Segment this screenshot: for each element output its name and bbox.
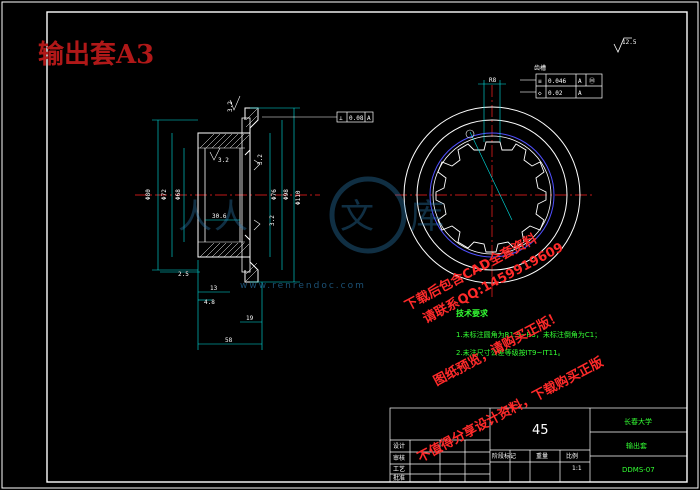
dim-19: 19 (246, 315, 254, 322)
tech-req-item-1: 1.未标注圆角为R1.5~R3，未标注倒角为C1； (456, 330, 601, 339)
tolerance-frame-top (262, 111, 374, 123)
hatch-bottom (199, 242, 258, 282)
dim-dia-b: Φ68 (175, 189, 182, 200)
tb-material: 45 (532, 423, 549, 438)
tol-row1-extra: Ⓜ (589, 77, 595, 85)
drawing-title: 输出套A3 (38, 39, 154, 70)
dim-dia-c: Φ76 (271, 189, 278, 200)
tb-row-design: 设计 (393, 442, 405, 450)
tb-part-name: 输出套 (626, 441, 647, 450)
roughness-value: 12.5 (622, 39, 637, 46)
tolerance-table (520, 73, 603, 99)
tb-row-approve: 批准 (393, 474, 405, 482)
tol-row2-symbol: ◇ (538, 90, 542, 97)
tb-school: 长春大学 (624, 417, 652, 426)
tb-drawing-no: DDMS-07 (622, 466, 655, 474)
tb-row-review: 审核 (393, 454, 405, 462)
tb-scale: 1:1 (572, 465, 582, 472)
tol-row1-datum: A (578, 78, 582, 85)
tol-row2-datum: A (578, 90, 582, 97)
tol-top-datum: A (367, 115, 371, 122)
tol-top-symbol: ⊥ (339, 115, 343, 122)
svg-text:人: 人 (178, 197, 212, 237)
roughness-label-2: 3.2 (218, 157, 229, 164)
tol-row1-value: 0.046 (548, 78, 566, 85)
dim-inner-width: 30.6 (212, 213, 227, 220)
tech-req-item-2: 2.未注尺寸公差等级按IT9~IT11。 (456, 348, 565, 357)
roughness-label-1: 3.2 (227, 101, 234, 112)
dim-58: 58 (225, 337, 233, 344)
dim-dia-e: Φ110 (295, 190, 302, 205)
tech-req-heading: 技术要求 (456, 308, 489, 318)
dim-top-right: R8 (489, 77, 497, 84)
tol-table-label: 齿槽 (534, 64, 546, 72)
roughness-icon (613, 37, 632, 53)
tb-header-stage: 阶段标记 (492, 452, 516, 460)
tb-row-process: 工艺 (393, 465, 405, 473)
tol-row2-value: 0.02 (548, 90, 563, 97)
dim-dia-a: Φ72 (161, 189, 168, 200)
dim-dia-d: Φ98 (283, 189, 290, 200)
roughness-label-3: 3.2 (257, 154, 264, 165)
hatch-top (199, 108, 258, 149)
dim-dia-outer: Φ80 (145, 189, 152, 200)
tol-top-value: 0.08 (349, 115, 364, 122)
dim-4-8: 4.8 (204, 299, 215, 306)
dim-13: 13 (210, 285, 218, 292)
tb-header-weight: 重量 (536, 452, 548, 460)
front-view (395, 80, 595, 300)
watermark-url: www.renrendoc.com (240, 281, 366, 291)
tb-header-scale: 比例 (566, 452, 578, 460)
roughness-label-4: 3.2 (269, 215, 276, 226)
tol-row1-symbol: ≡ (538, 78, 542, 85)
sheet-inner-border (46, 11, 688, 483)
watermark-logo-icon: 文 库 人 人 (178, 176, 444, 254)
section-view: Φ80 Φ72 Φ68 Φ76 Φ98 Φ110 3.2 3.2 3.2 3.2… (135, 95, 320, 350)
title-block (389, 407, 688, 483)
dim-2-5: 2.5 (178, 271, 189, 278)
svg-text:文: 文 (340, 197, 374, 237)
svg-text:库: 库 (410, 197, 444, 237)
svg-text:人: 人 (214, 197, 248, 237)
